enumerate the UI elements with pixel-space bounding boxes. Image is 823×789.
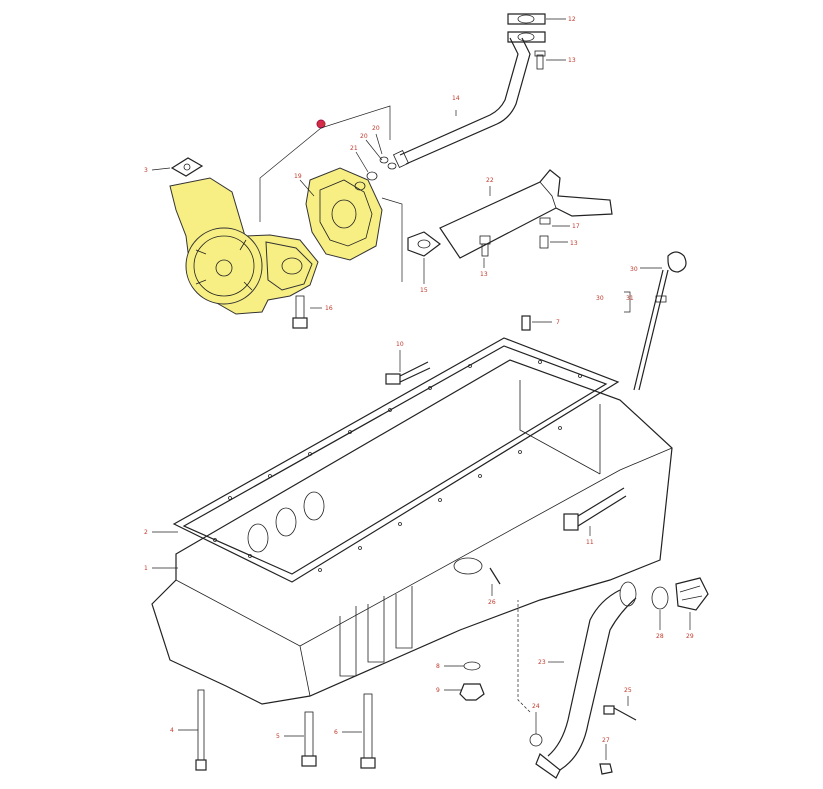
callout-27[interactable]: 27 xyxy=(602,737,610,744)
bracket-22[interactable] xyxy=(439,169,613,259)
callout-19[interactable]: 19 xyxy=(294,173,302,180)
callout-labels: 12 13 14 18 20 20 21 3 19 22 17 13 15 13… xyxy=(144,16,694,744)
callout-20-b[interactable]: 20 xyxy=(360,133,368,140)
callout-10[interactable]: 10 xyxy=(396,341,404,348)
callout-23[interactable]: 23 xyxy=(538,659,546,666)
leader-lines xyxy=(151,18,691,760)
callout-5[interactable]: 5 xyxy=(276,733,280,740)
seal-28[interactable] xyxy=(651,586,669,610)
oil-pan-gasket[interactable] xyxy=(172,337,620,583)
o-rings[interactable] xyxy=(354,156,397,191)
callout-16[interactable]: 16 xyxy=(325,305,333,312)
callout-13-b[interactable]: 13 xyxy=(570,240,578,247)
bolt-10[interactable] xyxy=(385,361,431,385)
callout-22[interactable]: 22 xyxy=(486,177,494,184)
seal-24[interactable] xyxy=(529,733,543,747)
callout-8[interactable]: 8 xyxy=(436,663,440,670)
callout-13-c[interactable]: 13 xyxy=(480,271,488,278)
pump-cover[interactable] xyxy=(305,167,383,261)
stud-6[interactable] xyxy=(360,693,376,769)
suction-pipe[interactable] xyxy=(392,13,546,168)
gasket-holes xyxy=(213,360,582,572)
callout-3-top[interactable]: 3 xyxy=(144,167,148,174)
callout-31[interactable]: 31 xyxy=(626,295,634,302)
callout-26[interactable]: 26 xyxy=(488,599,496,606)
callout-30[interactable]: 30 xyxy=(630,266,638,273)
callout-20[interactable]: 20 xyxy=(372,125,380,132)
callout-1[interactable]: 1 xyxy=(144,565,148,572)
callout-29[interactable]: 29 xyxy=(686,633,694,640)
bolts-13-17[interactable] xyxy=(479,217,551,257)
callout-25[interactable]: 25 xyxy=(624,687,632,694)
bolt-11[interactable] xyxy=(563,487,627,531)
cap-29[interactable] xyxy=(675,577,709,611)
dipstick[interactable] xyxy=(633,251,687,391)
callout-9[interactable]: 9 xyxy=(436,687,440,694)
oil-pump-assembly[interactable] xyxy=(169,177,319,315)
bolt-16[interactable] xyxy=(292,295,308,329)
bolt-13a[interactable] xyxy=(534,50,546,70)
callout-30-b[interactable]: 30 xyxy=(596,295,604,302)
callout-18[interactable]: 18 xyxy=(317,121,325,128)
flange-15[interactable] xyxy=(407,231,441,257)
callout-14[interactable]: 14 xyxy=(452,95,460,102)
stud-5[interactable] xyxy=(301,711,317,767)
callout-6[interactable]: 6 xyxy=(334,729,338,736)
callout-11[interactable]: 11 xyxy=(586,539,594,546)
callout-21[interactable]: 21 xyxy=(350,145,358,152)
callout-12[interactable]: 12 xyxy=(568,16,576,23)
callout-7[interactable]: 7 xyxy=(556,319,560,326)
filler-pipe[interactable] xyxy=(535,581,637,779)
callout-4[interactable]: 4 xyxy=(170,727,174,734)
bolt-4[interactable] xyxy=(195,689,207,771)
oil-pan[interactable] xyxy=(151,359,673,705)
drain-plug[interactable] xyxy=(459,661,485,701)
callout-24[interactable]: 24 xyxy=(532,703,540,710)
nut-27[interactable] xyxy=(599,763,613,775)
callout-2[interactable]: 2 xyxy=(144,529,148,536)
callout-17[interactable]: 17 xyxy=(572,223,580,230)
gasket-3[interactable] xyxy=(170,157,204,177)
bolt-25[interactable] xyxy=(603,705,637,721)
callout-28[interactable]: 28 xyxy=(656,633,664,640)
callout-15[interactable]: 15 xyxy=(420,287,428,294)
stud-26[interactable] xyxy=(489,567,501,585)
callout-13[interactable]: 13 xyxy=(568,57,576,64)
pin-7[interactable] xyxy=(521,315,531,331)
